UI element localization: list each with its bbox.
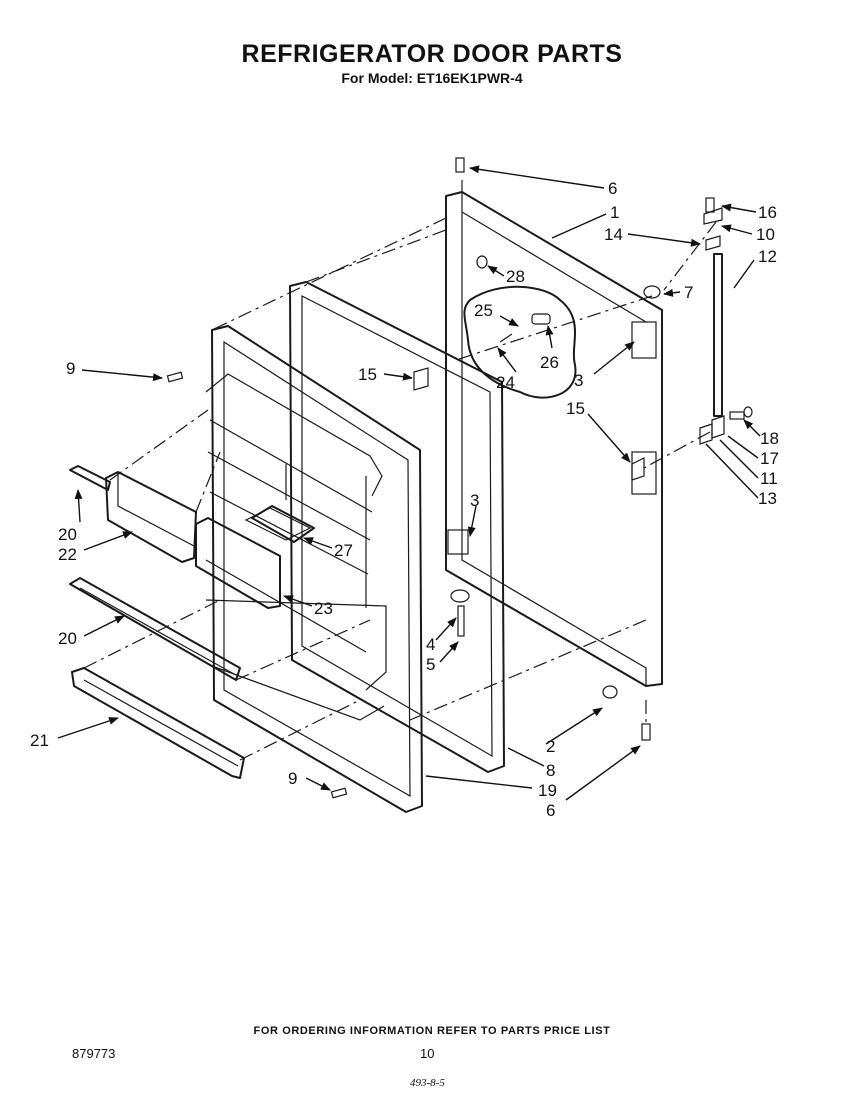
page-title: REFRIGERATOR DOOR PARTS <box>241 40 623 68</box>
shelf-retainer-bar-upper <box>69 465 111 491</box>
page-number: 10 <box>420 1046 435 1061</box>
callout-6-bottom: 6 <box>546 801 555 820</box>
callout-4: 4 <box>426 635 435 654</box>
callout-10: 10 <box>756 225 775 244</box>
inner-door-liner <box>205 325 423 813</box>
callout-9-bottom: 9 <box>288 769 297 788</box>
callout-15-right: 15 <box>566 399 585 418</box>
callout-numbers: 6 1 14 16 10 12 28 7 25 26 24 3 15 9 15 … <box>30 179 779 820</box>
callout-3-center: 3 <box>470 491 479 510</box>
callout-12: 12 <box>758 247 777 266</box>
butter-compartment-door <box>251 505 315 543</box>
alignment-lines <box>83 180 717 761</box>
callout-3-right: 3 <box>574 371 583 390</box>
callout-27: 27 <box>334 541 353 560</box>
callout-leaders <box>57 165 761 801</box>
callout-20-bottom: 20 <box>58 629 77 648</box>
callout-26: 26 <box>540 353 559 372</box>
callout-21: 21 <box>30 731 49 750</box>
callout-15-left: 15 <box>358 365 377 384</box>
callout-22: 22 <box>58 545 77 564</box>
callout-5: 5 <box>426 655 435 674</box>
callout-24: 24 <box>496 373 515 392</box>
callout-9-top: 9 <box>66 359 75 378</box>
callout-6-top: 6 <box>608 179 617 198</box>
document-number: 879773 <box>72 1046 116 1061</box>
callout-17: 17 <box>760 449 779 468</box>
callout-1: 1 <box>610 203 619 222</box>
callout-2: 2 <box>546 737 555 756</box>
callout-13: 13 <box>758 489 777 508</box>
callout-28: 28 <box>506 267 525 286</box>
callout-7: 7 <box>684 283 693 302</box>
shelf-front-22 <box>105 471 197 563</box>
hinge-hardware <box>166 157 753 799</box>
callout-19: 19 <box>538 781 557 800</box>
shelf-front-23 <box>195 517 281 609</box>
ordering-info-note: FOR ORDERING INFORMATION REFER TO PARTS … <box>253 1025 611 1037</box>
callout-11: 11 <box>760 469 778 488</box>
callout-8: 8 <box>546 761 555 780</box>
handwritten-date-mark: 493-8-5 <box>410 1077 445 1089</box>
model-subtitle: For Model: ET16EK1PWR-4 <box>341 70 523 86</box>
callout-23: 23 <box>314 599 333 618</box>
callout-16: 16 <box>758 203 777 222</box>
cutaway-inset <box>463 285 577 399</box>
callout-18: 18 <box>760 429 779 448</box>
callout-20-top: 20 <box>58 525 77 544</box>
bottom-shelf-rail <box>71 667 245 779</box>
callout-25: 25 <box>474 301 493 320</box>
callout-14: 14 <box>604 225 623 244</box>
